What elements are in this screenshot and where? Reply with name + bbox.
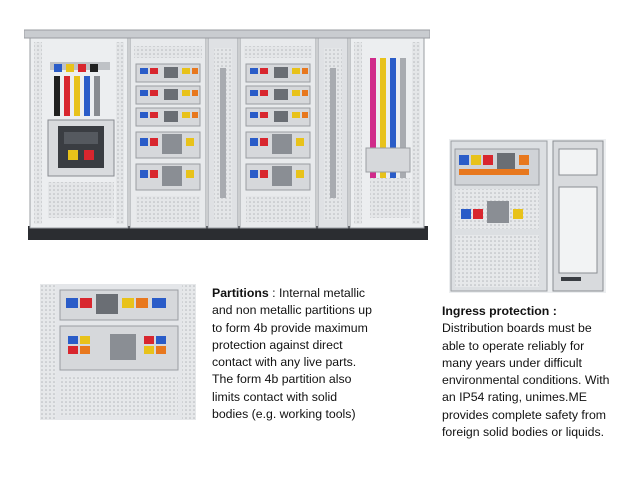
ingress-cabinet-illustration <box>449 139 606 293</box>
partitions-body-line: and non metallic partitions up <box>212 303 372 318</box>
partitions-body-line: limits contact with solid <box>212 389 338 404</box>
partitions-body-line: : Internal metallic <box>268 286 366 300</box>
partitions-line-1: Partitions : Internal metallic <box>212 285 417 302</box>
ingress-body-line: environmental conditions. With <box>442 373 610 388</box>
partitions-body-line: to form 4b provide maximum <box>212 320 368 335</box>
ingress-body-line: able to operate reliably for <box>442 338 585 353</box>
breaker-section <box>29 37 129 229</box>
partitions-description: Partitions : Internal metallic and non m… <box>212 285 417 423</box>
partitions-heading: Partitions <box>212 286 269 300</box>
feeder-section-2 <box>239 37 317 229</box>
partitions-body-line: bodies (e.g. working tools) <box>212 407 356 422</box>
ingress-body-line: an IP54 rating, unimes.ME <box>442 390 587 405</box>
switchboard-illustration <box>24 29 430 240</box>
ingress-body-line: foreign solid bodies or liquids. <box>442 425 605 440</box>
partitions-body-line: contact with any live parts. <box>212 355 357 370</box>
busbar-section <box>349 37 425 229</box>
ingress-heading: Ingress protection : <box>442 304 557 318</box>
ingress-protection-photo <box>449 139 606 293</box>
partition-photo <box>40 284 196 420</box>
ingress-body-line: Distribution boards must be <box>442 321 592 336</box>
partition-cabinet-illustration <box>40 284 196 420</box>
switchboard-photo <box>24 28 430 243</box>
feeder-section-1 <box>129 37 207 229</box>
ingress-protection-description: Ingress protection : Distribution boards… <box>442 303 632 441</box>
partitions-body-line: The form 4b partition also <box>212 372 352 387</box>
ingress-body-line: many years under difficult <box>442 355 582 370</box>
partitions-body-line: protection against direct <box>212 337 343 352</box>
ingress-body-line: provides complete safety from <box>442 407 607 422</box>
